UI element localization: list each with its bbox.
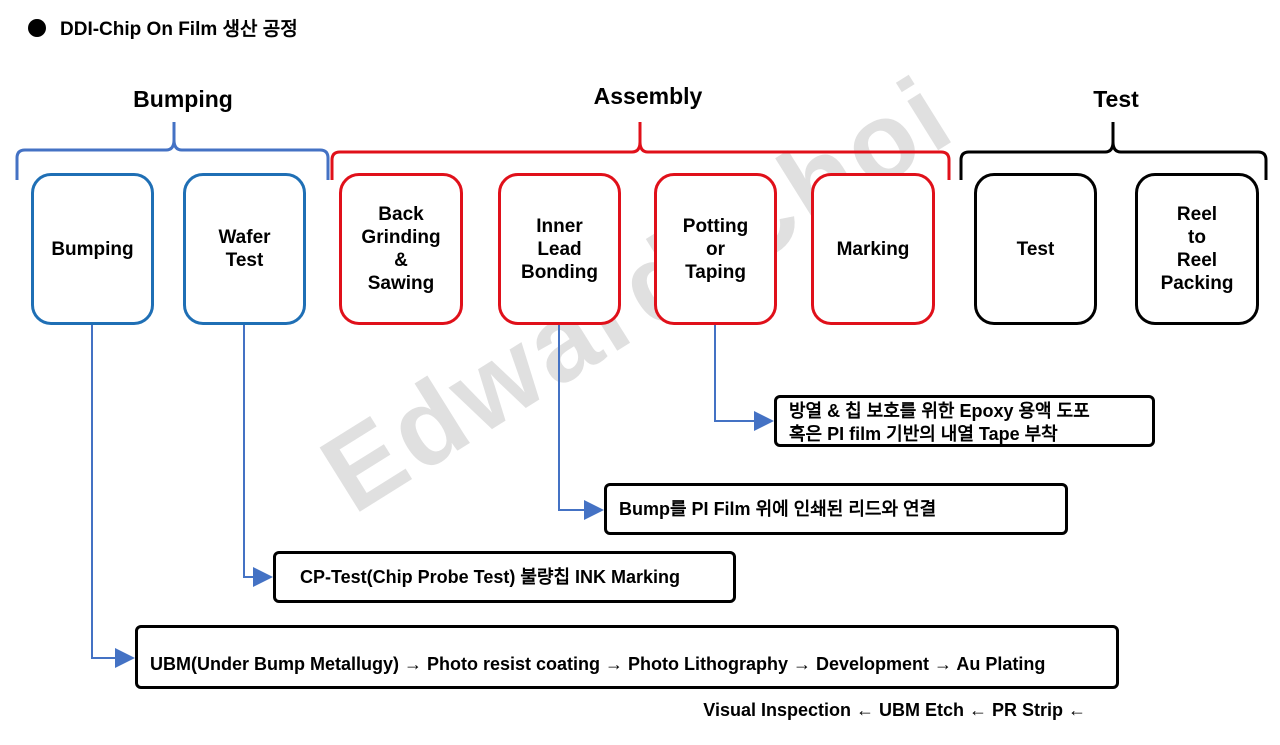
connector-wafer-test xyxy=(243,325,273,587)
step-marking: Marking xyxy=(811,173,935,325)
step-inner-lead-bonding: Inner Lead Bonding xyxy=(498,173,621,325)
step-wafer-test: Wafer Test xyxy=(183,173,306,325)
desc-bumping: UBM(Under Bump Metallugy) → Photo resist… xyxy=(135,625,1119,720)
step-back-grinding: Back Grinding & Sawing xyxy=(339,173,463,325)
group-label-assembly: Assembly xyxy=(593,83,703,109)
desc-wafer-test: CP-Test(Chip Probe Test) 불량칩 INK Marking xyxy=(273,551,736,603)
page-title-text: DDI-Chip On Film 생산 공정 xyxy=(60,19,298,40)
assembly-brace xyxy=(330,122,951,180)
connector-potting xyxy=(714,325,774,431)
step-bumping: Bumping xyxy=(31,173,154,325)
connector-bumping xyxy=(91,325,135,668)
desc-bumping-line2: Visual Inspection ← UBM Etch ← PR Strip … xyxy=(703,700,1086,720)
page-title: DDI-Chip On Film 생산 공정 xyxy=(28,14,298,41)
diagram-lines xyxy=(15,122,1268,668)
group-label-bumping: Bumping xyxy=(133,86,233,112)
group-label-test: Test xyxy=(1093,86,1139,112)
step-reel-packing: Reel to Reel Packing xyxy=(1135,173,1259,325)
desc-potting: 방열 & 칩 보호를 위한 Epoxy 용액 도포 혹은 PI film 기반의… xyxy=(774,395,1155,447)
desc-bumping-line1: UBM(Under Bump Metallugy) → Photo resist… xyxy=(150,654,1046,674)
bullet-icon xyxy=(28,18,46,37)
desc-inner-lead-bonding: Bump를 PI Film 위에 인쇄된 리드와 연결 xyxy=(604,483,1068,535)
step-test: Test xyxy=(974,173,1097,325)
step-potting: Potting or Taping xyxy=(654,173,777,325)
connector-inner-lead xyxy=(558,325,604,520)
test-brace xyxy=(959,122,1268,180)
bumping-brace xyxy=(15,122,330,180)
